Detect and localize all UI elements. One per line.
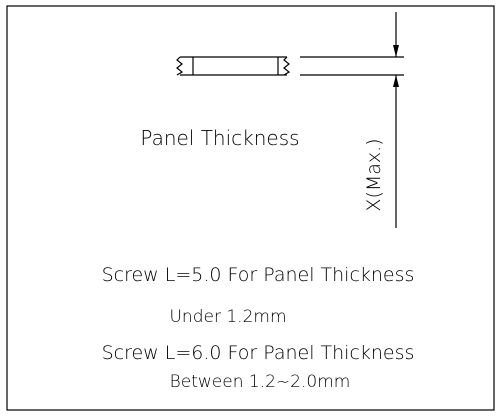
panel-thickness-label: Panel Thickness: [140, 126, 299, 150]
panel-section: [176, 56, 404, 76]
note-2-line-2: Between 1.2~2.0mm: [170, 372, 351, 392]
left-break-mark: [176, 56, 184, 76]
thickness-dimension: X(Max.): [363, 12, 399, 228]
note-1-line-1: Screw L=5.0 For Panel Thickness: [102, 264, 415, 286]
up-arrow-icon: [393, 75, 399, 87]
drawing-border: [6, 5, 495, 411]
dimension-label: X(Max.): [363, 138, 385, 211]
down-arrow-icon: [393, 45, 399, 57]
right-break-mark: [283, 56, 291, 76]
note-1-line-2: Under 1.2mm: [169, 307, 286, 327]
note-2-line-1: Screw L=6.0 For Panel Thickness: [102, 342, 415, 364]
